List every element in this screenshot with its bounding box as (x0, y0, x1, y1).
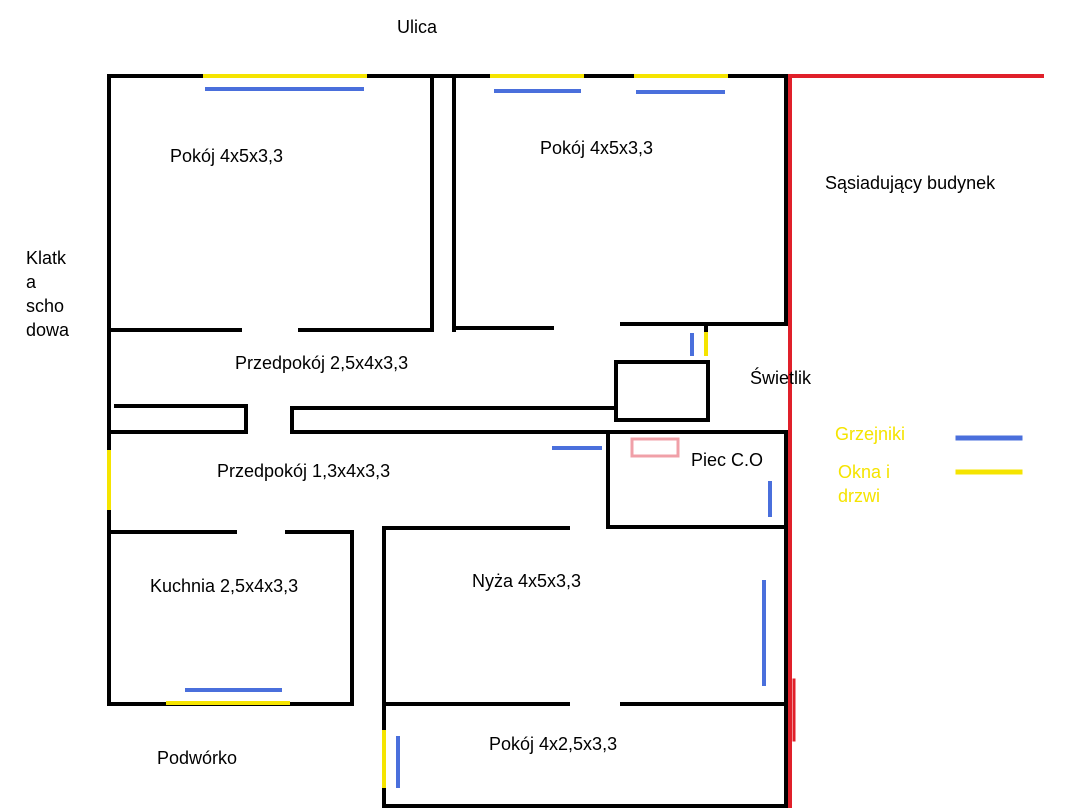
radiators (185, 87, 772, 788)
neighbor-boundary (788, 74, 1044, 808)
room-label: Nyża 4x5x3,3 (472, 571, 582, 591)
room-label: Piec C.O (691, 450, 764, 470)
windows-and-doors (107, 74, 728, 788)
staircase-label-line: a (26, 272, 37, 292)
street-label: Ulica (397, 17, 438, 37)
legend-lines (955, 435, 1023, 475)
legend-radiators-label: Grzejniki (835, 424, 906, 444)
neighbor-building-label: Sąsiadujący budynek (825, 173, 996, 193)
room-label: Pokój 4x2,5x3,3 (489, 734, 618, 754)
room-label: Kuchnia 2,5x4x3,3 (150, 576, 299, 596)
room-label: Pokój 4x5x3,3 (540, 138, 654, 158)
stove (630, 437, 680, 458)
staircase-label-line: scho (26, 296, 65, 316)
legend-windows-label-line: drzwi (838, 486, 881, 506)
legend-windows-label-line: Okna i (838, 462, 891, 482)
room-label: Przedpokój 1,3x4x3,3 (217, 461, 391, 481)
walls (107, 74, 788, 808)
skylight-label: Świetlik (750, 368, 812, 388)
stove-box (630, 437, 680, 458)
legend-windows-label: Okna i drzwi (838, 460, 890, 508)
staircase-label: Klatk a scho dowa (26, 246, 86, 342)
room-label: Przedpokój 2,5x4x3,3 (235, 353, 409, 373)
yard-label: Podwórko (157, 748, 238, 768)
room-label: Pokój 4x5x3,3 (170, 146, 284, 166)
staircase-label-line: dowa (26, 320, 70, 340)
staircase-label-line: Klatk (26, 248, 67, 268)
